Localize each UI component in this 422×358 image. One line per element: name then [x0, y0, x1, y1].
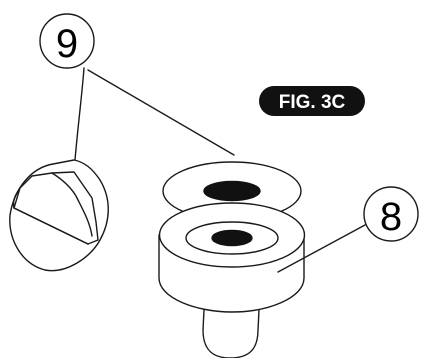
base-part [159, 203, 305, 358]
figure-label: FIG. 3C [279, 92, 346, 113]
top-washer-hole [204, 182, 260, 201]
callout-9-number: 9 [56, 22, 78, 66]
leader-line-9-to-cap [75, 68, 84, 160]
callout-8-number: 8 [380, 195, 402, 239]
cap-part [10, 160, 108, 271]
base-hole [212, 231, 252, 246]
leader-line-9-to-washer [88, 70, 234, 155]
figure-label-badge: FIG. 3C [259, 86, 365, 116]
